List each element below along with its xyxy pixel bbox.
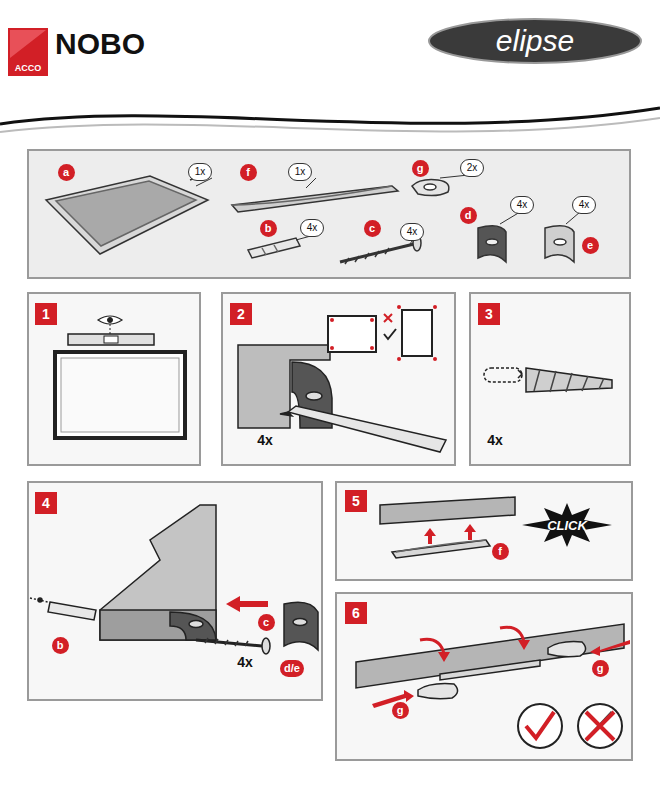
brand-name: NOBO xyxy=(55,29,145,59)
step4-drawing xyxy=(30,505,318,654)
product-name: elipse xyxy=(496,26,574,56)
quantity-bubble: 1x xyxy=(188,163,213,181)
header xyxy=(0,19,660,132)
part-letter: g xyxy=(412,160,429,177)
part-letter: c xyxy=(258,614,275,631)
step-number: 3 xyxy=(478,303,500,325)
quantity-bubble: 4x xyxy=(572,196,597,214)
step-number: 1 xyxy=(35,303,57,325)
step3-drawing xyxy=(484,368,612,392)
logo-text: ACCO xyxy=(15,64,42,73)
part-letter: b xyxy=(260,220,277,237)
quantity-bubble: 4x xyxy=(300,219,325,237)
part-letter: f xyxy=(240,164,257,181)
part-letter: a xyxy=(58,164,75,181)
step2-drawing xyxy=(238,305,446,452)
quantity-text: 4x xyxy=(257,433,273,447)
parts xyxy=(46,174,580,264)
quantity-bubble: 4x xyxy=(510,196,535,214)
quantity-bubble: 1x xyxy=(288,163,313,181)
click-text: CLICK xyxy=(547,519,587,532)
part-letter: e xyxy=(582,237,599,254)
panels xyxy=(28,150,632,760)
quantity-text: 4x xyxy=(487,433,503,447)
step-number: 4 xyxy=(35,492,57,514)
part-letter: c xyxy=(364,220,381,237)
part-letter: f xyxy=(492,543,509,560)
part-letter: d xyxy=(460,207,477,224)
quantity-bubble: 2x xyxy=(460,159,485,177)
quantity-bubble: 4x xyxy=(400,223,425,241)
step-number: 5 xyxy=(345,490,367,512)
step6-drawing xyxy=(356,624,630,748)
step-number: 6 xyxy=(345,602,367,624)
quantity-text: 4x xyxy=(237,655,253,669)
part-letter: b xyxy=(52,637,69,654)
step-number: 2 xyxy=(230,303,252,325)
step1-drawing xyxy=(55,316,185,438)
part-letter: g xyxy=(392,702,409,719)
part-letter: g xyxy=(592,660,609,677)
part-letter: d/e xyxy=(280,660,304,677)
